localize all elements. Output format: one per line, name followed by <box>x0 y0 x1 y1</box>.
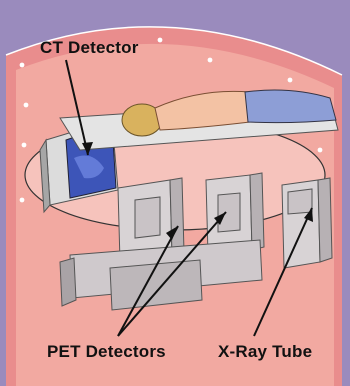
ct-detector-label: CT Detector <box>40 38 139 58</box>
pet-detectors-label: PET Detectors <box>47 342 166 362</box>
xray-tube-label: X-Ray Tube <box>218 342 312 362</box>
xray-tube-assembly <box>282 178 332 268</box>
